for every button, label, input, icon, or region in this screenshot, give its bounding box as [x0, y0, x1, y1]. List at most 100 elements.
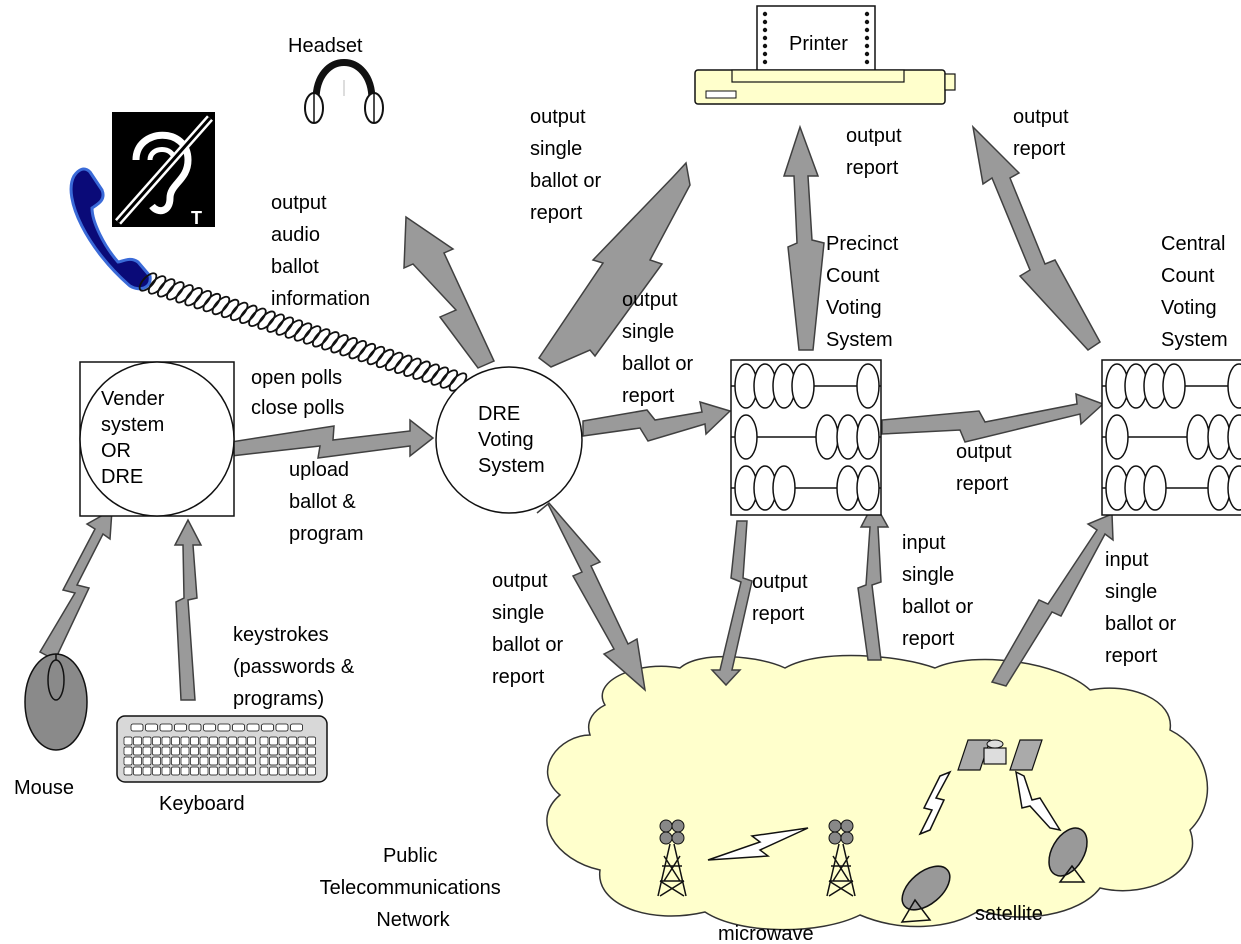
key: [261, 723, 274, 732]
headset-icon: [304, 59, 384, 124]
paper-hole: [762, 43, 768, 49]
key: [278, 766, 288, 776]
key: [288, 746, 297, 756]
key: [278, 736, 288, 746]
satellite-dish-icon: [900, 865, 951, 923]
key: [188, 723, 202, 732]
key: [278, 746, 288, 756]
key: [228, 756, 237, 766]
satellite-label: satellite: [975, 903, 1043, 925]
cord-coil: [412, 360, 431, 380]
key: [180, 736, 190, 746]
cord-coil: [293, 322, 313, 342]
audio-label: output audio ballot information: [271, 192, 370, 310]
phone-cord: [138, 272, 468, 392]
abacus-bead: [1227, 465, 1241, 511]
abacus-bead: [791, 363, 815, 409]
key: [247, 766, 256, 776]
dre-to-precinct-label: output single ballot or report: [622, 289, 699, 407]
key: [307, 756, 316, 766]
precinct-label: Precinct Count Voting System: [826, 233, 904, 351]
abacus-bead: [1207, 465, 1231, 511]
key: [123, 756, 133, 766]
abacus-bead: [836, 465, 860, 511]
key: [123, 746, 133, 756]
cord-coil: [275, 316, 294, 336]
headset-label: Headset: [288, 35, 363, 57]
cord-coil: [366, 345, 386, 366]
cord-coil: [312, 328, 331, 348]
key: [288, 766, 297, 776]
key: [288, 736, 297, 746]
cord-coil: [348, 339, 367, 360]
key: [288, 756, 297, 766]
key: [218, 756, 228, 766]
key: [161, 736, 171, 746]
cord-coil: [193, 289, 212, 310]
cord-coil: [229, 301, 249, 322]
paper-hole: [864, 35, 870, 41]
key: [130, 723, 144, 732]
abacus-bead: [1105, 414, 1129, 460]
arrow-network-to-precinct: [857, 500, 890, 661]
phone-handset-icon: [69, 167, 152, 291]
cord-coil: [430, 366, 449, 386]
key: [209, 746, 218, 756]
key: [133, 756, 142, 766]
key: [228, 766, 237, 776]
key: [209, 736, 218, 746]
printer-icon: [694, 5, 956, 105]
tty-badge: T: [191, 208, 202, 228]
cord-coil: [257, 310, 276, 330]
printer-label: Printer: [789, 33, 848, 55]
key: [237, 746, 247, 756]
key: [259, 736, 269, 746]
cord-coil: [330, 334, 349, 354]
cord-coil: [147, 275, 167, 295]
key: [171, 736, 180, 746]
key: [237, 736, 247, 746]
key: [123, 766, 133, 776]
cord-coil: [175, 284, 194, 304]
key: [209, 756, 218, 766]
abacus-bead: [772, 465, 796, 511]
key: [180, 746, 190, 756]
hearing-loop-icon: [112, 112, 215, 227]
abacus-bead: [1162, 363, 1186, 409]
key: [237, 756, 247, 766]
central-label: Central Count Voting System: [1161, 233, 1231, 351]
cord-coil: [375, 348, 395, 369]
key: [161, 756, 171, 766]
key: [190, 766, 199, 776]
paper-hole: [762, 59, 768, 65]
abacus-bead: [1186, 414, 1210, 460]
key: [278, 756, 288, 766]
arrow-precinct-to-network: [710, 520, 753, 687]
arrow-precinct-to-printer: [782, 124, 825, 351]
polls-label: open polls close polls: [251, 367, 348, 419]
satellite-dish-icon: [1048, 827, 1088, 883]
key: [199, 746, 209, 756]
upload-label: upload ballot & program: [289, 459, 363, 545]
key: [171, 746, 180, 756]
key: [171, 766, 180, 776]
cord-coil: [339, 337, 358, 357]
arrow-central-to-printer: [971, 124, 1101, 351]
key: [237, 766, 247, 776]
abacus-bead: [815, 414, 839, 460]
key: [297, 766, 307, 776]
key: [217, 723, 231, 732]
key: [142, 736, 152, 746]
key: [228, 746, 237, 756]
key: [232, 723, 245, 732]
key: [161, 766, 171, 776]
key: [190, 756, 199, 766]
cord-coil: [321, 331, 340, 351]
network-to-central-label: input single ballot or report: [1105, 549, 1182, 667]
cord-coil: [166, 281, 185, 301]
key: [159, 723, 173, 732]
arrow-dre-to-headset: [403, 215, 496, 369]
key: [190, 746, 199, 756]
key: [307, 746, 316, 756]
